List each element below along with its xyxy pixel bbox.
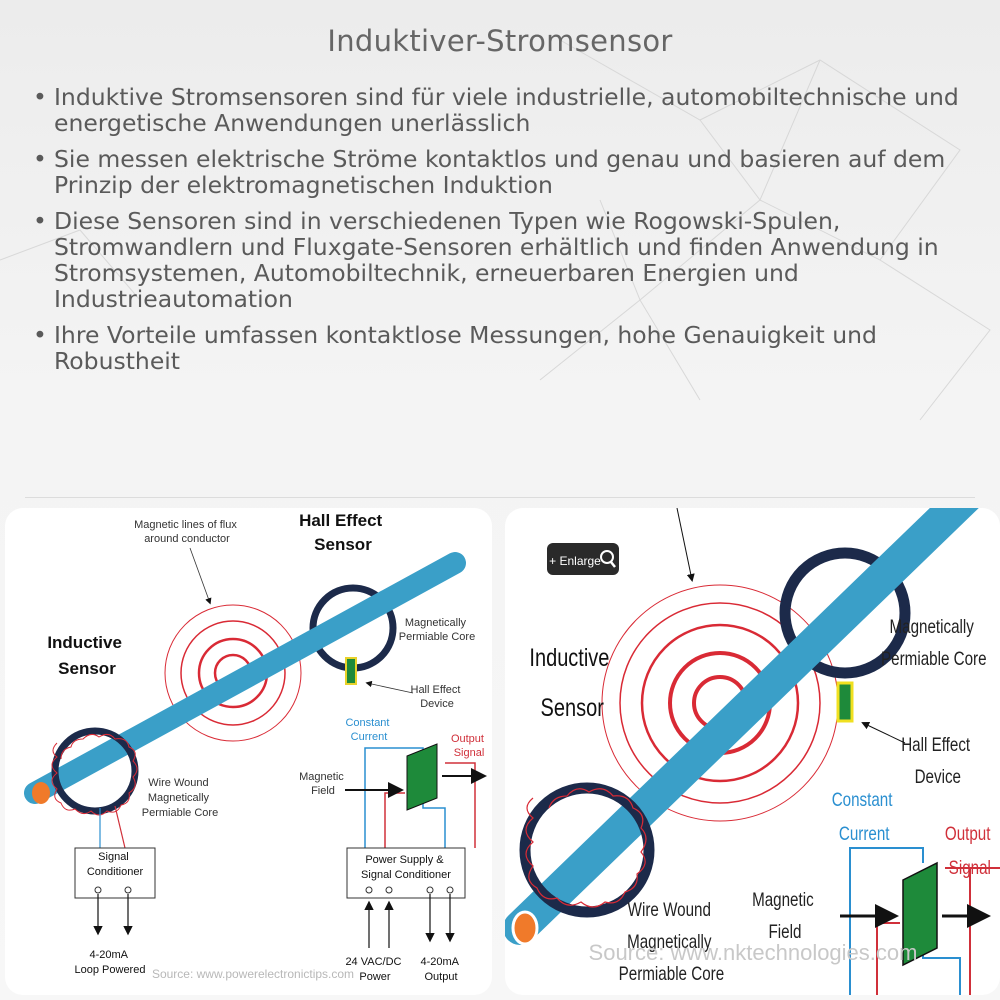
power-supply-box — [346, 847, 466, 899]
enlarge-button[interactable]: + Enlarge — [547, 543, 619, 575]
hall-device-diagram — [902, 861, 938, 967]
right-diagram-panel: + Enlarge Inductive Sensor Magnetically … — [505, 508, 1000, 995]
power-supply-label: Power Supply & Signal Conditioner — [361, 854, 451, 881]
inductive-leads — [99, 805, 126, 849]
bullet-symbol: • — [33, 207, 47, 235]
left-diagram-panel: Magnetic lines of flux around conductor … — [5, 508, 492, 995]
inductive-sensor-core — [519, 782, 655, 918]
hall-device-pointer — [861, 721, 906, 744]
output-420-label: 4-20mA Output — [421, 956, 462, 983]
right-sensor-diagram: + Enlarge Inductive Sensor Magnetically … — [505, 508, 1000, 995]
bullet-item: •Diese Sensoren sind in verschiedenen Ty… — [30, 208, 975, 312]
bullet-symbol: • — [33, 321, 47, 349]
magnifier-icon — [600, 550, 616, 568]
bullet-item: •Induktive Stromsensoren sind für viele … — [30, 84, 975, 136]
inductive-sensor-title: Inductive Sensor — [47, 633, 126, 678]
magnetic-field-label: Magnetic Field — [752, 888, 818, 942]
signal-conditioner-box — [74, 847, 156, 899]
hall-device — [345, 657, 357, 685]
inductive-sensor-title: Inductive Sensor — [529, 644, 615, 722]
hall-sensor-title: Hall Effect Sensor — [299, 511, 387, 554]
constant-current-label: Constant Current — [832, 788, 897, 844]
bullet-item: •Sie messen elektrische Ströme kontaktlo… — [30, 146, 975, 198]
flux-label: Magnetic lines of flux around conductor — [134, 519, 240, 545]
bullet-text: Diese Sensoren sind in verschiedenen Typ… — [54, 207, 939, 313]
hall-device-label: Hall Effect Device — [411, 684, 464, 710]
bullet-symbol: • — [33, 145, 47, 173]
output-signal-label: Output Signal — [451, 733, 487, 759]
flux-rings — [601, 584, 839, 822]
wire-wound-label: Wire Wound Magnetically Permiable Core — [142, 777, 218, 819]
coil-winding — [51, 733, 138, 816]
magnetic-field-label: Magnetic Field — [299, 771, 347, 797]
core-label: Magnetically Permiable Core — [399, 617, 475, 643]
section-divider — [25, 497, 975, 498]
bullet-text: Ihre Vorteile umfassen kontaktlose Messu… — [54, 321, 877, 375]
loop-powered-label: 4-20mA Loop Powered — [75, 949, 146, 976]
bullet-text: Induktive Stromsensoren sind für viele i… — [54, 83, 959, 137]
bullet-item: •Ihre Vorteile umfassen kontaktlose Mess… — [30, 322, 975, 374]
conductor-end — [32, 782, 50, 804]
left-sensor-diagram: Magnetic lines of flux around conductor … — [24, 511, 487, 983]
signal-conditioner-label: Signal Conditioner — [87, 851, 144, 878]
core-label: Magnetically Permiable Core — [881, 615, 986, 669]
constant-current-label: Constant Current — [345, 717, 392, 743]
hall-device-diagram — [406, 743, 438, 811]
coil-winding — [525, 788, 647, 908]
page-title: Induktiver-Stromsensor — [327, 24, 673, 58]
hall-device-pointer — [365, 680, 414, 694]
enlarge-label: + Enlarge — [549, 554, 601, 568]
hall-device-label: Hall Effect Device — [901, 733, 974, 787]
vac-power-label: 24 VAC/DC Power — [345, 956, 404, 983]
conductor-wire — [505, 508, 979, 945]
flux-pointer — [676, 508, 695, 582]
conductor-wire — [24, 552, 466, 804]
flux-pointer — [189, 547, 212, 605]
output-signal-label: Output Signal — [945, 822, 995, 878]
hall-sensor-core — [779, 547, 911, 679]
bullet-text: Sie messen elektrische Ströme kontaktlos… — [54, 145, 946, 199]
background-network-decoration — [0, 39, 991, 421]
conductor-end — [511, 910, 539, 946]
wire-wound-label: Wire Wound Magnetically Permiable Core — [619, 898, 724, 984]
left-source-watermark: Source: www.powerelectronictips.com — [152, 967, 354, 981]
bullet-list: •Induktive Stromsensoren sind für viele … — [30, 84, 975, 384]
right-source-watermark: Source: www.nktechnologies.com — [589, 940, 918, 965]
bullet-symbol: • — [33, 83, 47, 111]
hall-device — [836, 681, 854, 723]
